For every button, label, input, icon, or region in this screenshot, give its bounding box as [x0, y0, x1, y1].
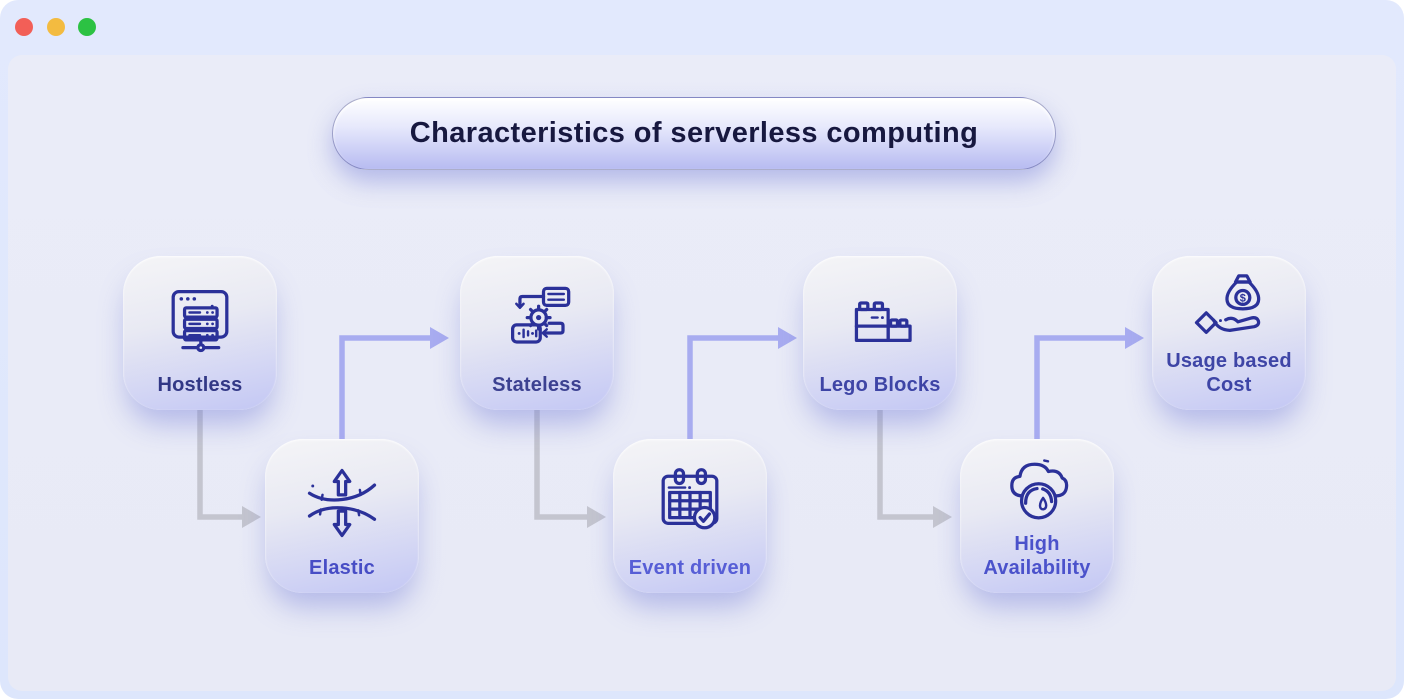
node-usage-based-cost: $ Usage based Cost [1152, 256, 1306, 410]
hand-money-bag-icon: $ [1190, 266, 1268, 349]
diagram-title: Characteristics of serverless computing [409, 117, 979, 149]
window-close-button[interactable] [15, 18, 33, 36]
node-label: Elastic [309, 557, 375, 579]
node-label: Lego Blocks [819, 374, 941, 396]
node-label: Stateless [492, 374, 582, 396]
node-label: Hostless [157, 374, 243, 396]
node-event-driven: Event driven [613, 439, 767, 593]
elastic-stretch-icon [303, 449, 381, 556]
node-elastic: Elastic [265, 439, 419, 593]
diagram-title-pill: Characteristics of serverless computing [332, 97, 1056, 170]
window-minimize-button[interactable] [47, 18, 65, 36]
node-label: Event driven [628, 557, 752, 579]
lego-brick-icon [841, 266, 919, 373]
window-zoom-button[interactable] [78, 18, 96, 36]
cloud-gauge-icon [998, 449, 1076, 532]
calendar-check-icon [651, 449, 729, 556]
server-browser-icon [161, 266, 239, 373]
workflow-gear-icon [498, 266, 576, 373]
node-stateless: Stateless [460, 256, 614, 410]
node-high-availability: High Availability [960, 439, 1114, 593]
node-label: High Availability [983, 533, 1091, 579]
node-lego-blocks: Lego Blocks [803, 256, 957, 410]
window-titlebar [0, 0, 1404, 55]
node-hostless: Hostless [123, 256, 277, 410]
svg-text:$: $ [1240, 292, 1246, 304]
node-label: Usage based Cost [1166, 350, 1292, 396]
